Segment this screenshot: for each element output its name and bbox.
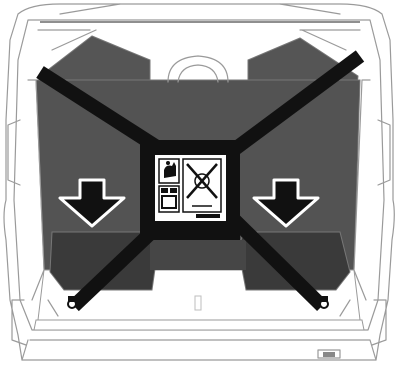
seat-belt-pictogram-icon [159, 186, 179, 212]
rollover-caution-icon [159, 159, 179, 183]
cargo-net-center-panel [140, 140, 240, 240]
cargo-net-icon [183, 159, 221, 212]
